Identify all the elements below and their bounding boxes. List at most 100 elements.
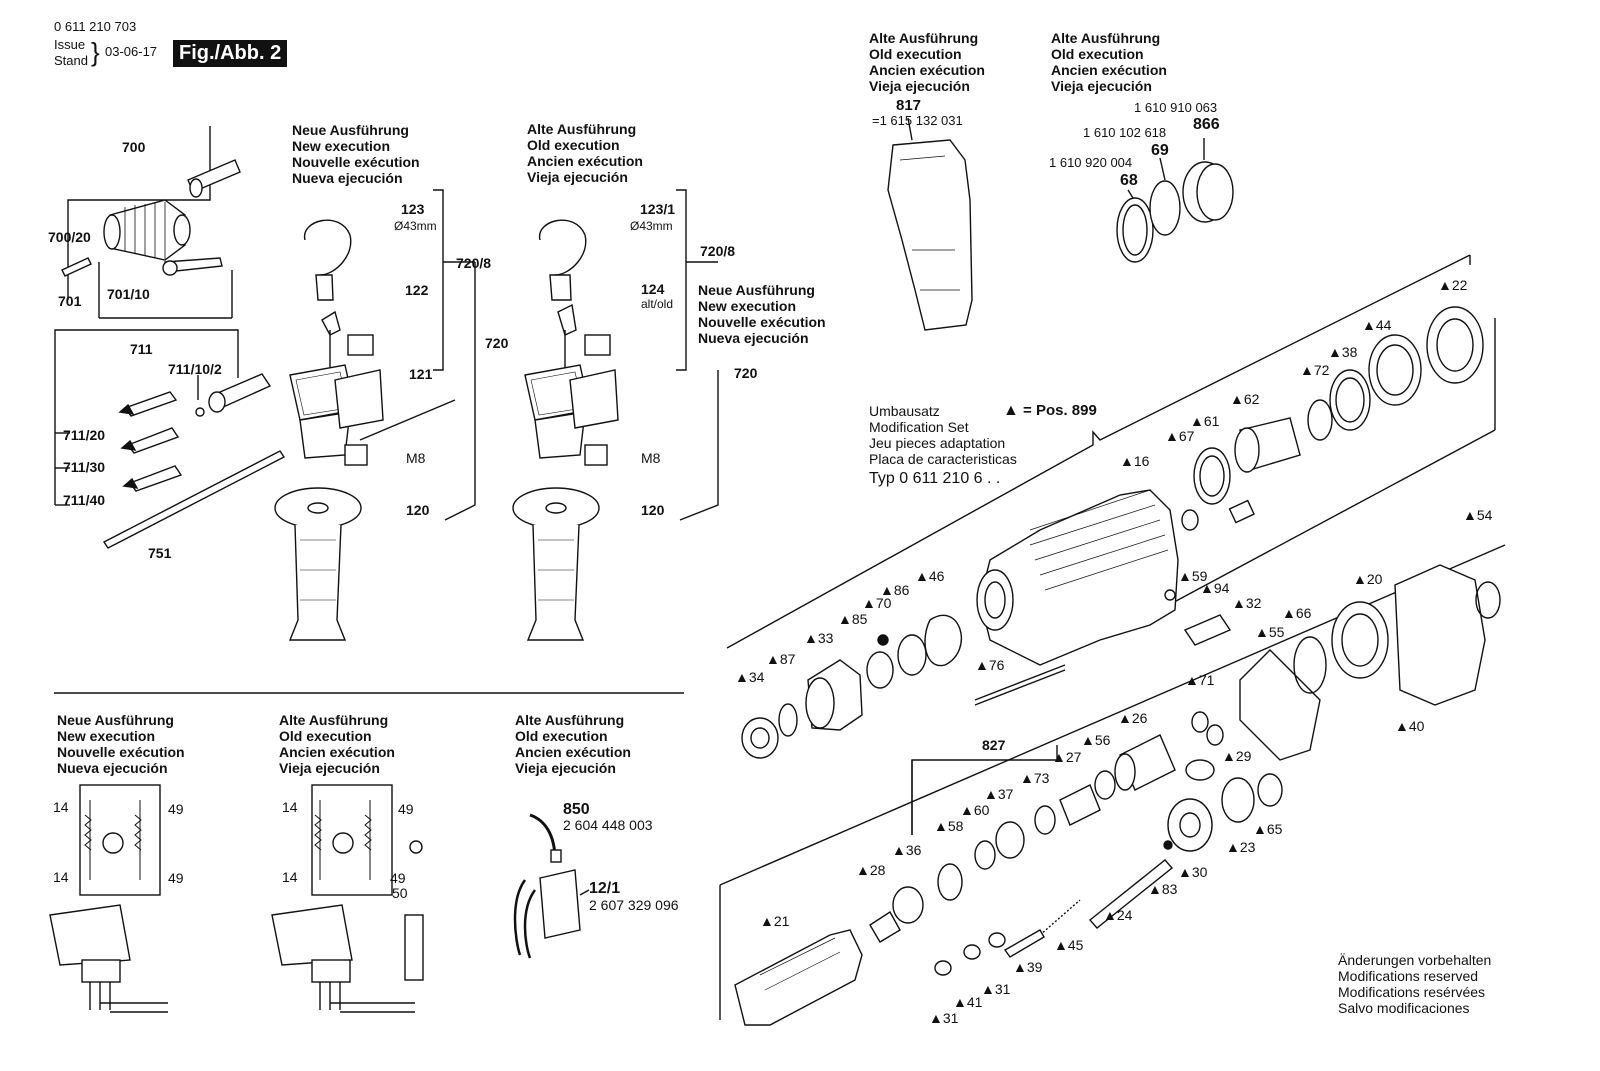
label-720-new: 720	[485, 335, 509, 351]
label-751: 751	[148, 545, 172, 561]
part-866-label: 866	[1193, 116, 1220, 133]
label-720-8-old: 720/8	[700, 243, 735, 259]
hammer-part-label-33: ▲33	[804, 630, 834, 646]
figure-label: Fig./Abb. 2	[173, 40, 288, 67]
label-701-10: 701/10	[107, 286, 150, 302]
wiring-49-bot-old: 49	[390, 870, 406, 886]
hammer-part-label-20: ▲20	[1353, 571, 1383, 587]
hammer-part-label-827: 827	[982, 737, 1006, 753]
part-850-label: 850	[563, 801, 590, 818]
label-120-new: 120	[406, 502, 430, 518]
issue-label: Issue	[54, 37, 86, 52]
hammer-part-label-40: ▲40	[1395, 718, 1425, 734]
label-720-8-new: 720/8	[456, 255, 491, 271]
hammer-part-label-28: ▲28	[856, 862, 886, 878]
hammer-part-label-70: ▲70	[862, 595, 892, 611]
label-122: 122	[405, 282, 429, 298]
label-diameter-new: Ø43mm	[394, 219, 437, 233]
wiring-49-top-old: 49	[398, 801, 414, 817]
label-720-old: 720	[734, 365, 758, 381]
label-alt-old: alt/old	[641, 297, 673, 311]
label-700: 700	[122, 139, 146, 155]
chuck-group	[61, 126, 241, 319]
gear-housing	[976, 489, 1179, 666]
hammer-part-label-54: ▲54	[1463, 507, 1493, 523]
hammer-part-label-21: ▲21	[760, 913, 790, 929]
label-700-20: 700/20	[48, 229, 91, 245]
label-701: 701	[58, 293, 82, 309]
hammer-part-label-31: ▲31	[929, 1010, 959, 1026]
hammer-part-label-32: ▲32	[1232, 595, 1262, 611]
wiring-14-bot-new: 14	[53, 869, 69, 885]
label-123-1: 123/1	[640, 201, 675, 217]
hammer-part-label-16: ▲16	[1120, 453, 1150, 469]
hammer-part-label-73: ▲73	[1020, 770, 1050, 786]
hammer-part-label-26: ▲26	[1118, 710, 1148, 726]
hammer-part-label-46: ▲46	[915, 568, 945, 584]
hammer-part-label-60: ▲60	[960, 802, 990, 818]
hammer-part-label-31: ▲31	[981, 981, 1011, 997]
label-711: 711	[130, 341, 153, 357]
hammer-part-label-67: ▲67	[1165, 428, 1195, 444]
label-m8-old: M8	[641, 450, 661, 466]
hammer-part-labels: ▲22▲44▲38▲72▲62▲61▲67▲16▲46▲86▲70▲85▲33▲…	[735, 277, 1493, 1026]
cable-and-cap	[513, 813, 590, 959]
part-68-label: 68	[1120, 172, 1138, 189]
brace: }	[91, 37, 100, 67]
hammer-part-label-38: ▲38	[1328, 344, 1358, 360]
stand-label: Stand	[54, 53, 88, 68]
label-123: 123	[401, 201, 425, 217]
hammer-part-label-72: ▲72	[1300, 362, 1330, 378]
hammer-part-label-37: ▲37	[984, 786, 1014, 802]
wiring-49-top-new: 49	[168, 801, 184, 817]
part-69-number: 1 610 102 618	[1083, 125, 1167, 140]
hammer-part-label-30: ▲30	[1178, 864, 1208, 880]
handle-shell-817	[887, 117, 973, 331]
hammer-part-label-23: ▲23	[1226, 839, 1256, 855]
wiring-14-bot-old: 14	[282, 869, 298, 885]
label-711-10-2: 711/10/2	[168, 361, 222, 377]
hammer-part-label-45: ▲45	[1054, 937, 1084, 953]
wiring-50-old: 50	[392, 885, 408, 901]
hammer-part-label-71: ▲71	[1185, 672, 1215, 688]
hammer-part-label-36: ▲36	[892, 842, 922, 858]
rear-parts	[1181, 306, 1484, 531]
hammer-part-label-66: ▲66	[1282, 605, 1312, 621]
part-817-number: =1 615 132 031	[872, 113, 963, 128]
hammer-part-label-22: ▲22	[1438, 277, 1468, 293]
wiring-49-bot-new: 49	[168, 870, 184, 886]
hammer-part-label-58: ▲58	[934, 818, 964, 834]
wiring-14-top-old: 14	[282, 799, 298, 815]
front-parts	[741, 614, 962, 759]
hammer-part-label-34: ▲34	[735, 669, 765, 685]
hammer-part-label-86: ▲86	[880, 582, 910, 598]
hammer-part-label-39: ▲39	[1013, 959, 1043, 975]
label-124: 124	[641, 281, 665, 297]
hammer-part-label-87: ▲87	[766, 651, 796, 667]
hammer-part-label-65: ▲65	[1253, 821, 1283, 837]
part-69-label: 69	[1151, 142, 1169, 159]
hammer-part-label-61: ▲61	[1190, 413, 1220, 429]
label-121: 121	[409, 366, 433, 382]
part-850-number: 2 604 448 003	[563, 817, 653, 833]
hammer-part-label-29: ▲29	[1222, 748, 1252, 764]
bits-group	[54, 329, 286, 549]
hammer-part-label-24: ▲24	[1103, 907, 1133, 923]
hammer-part-label-27: ▲27	[1052, 749, 1082, 765]
part-12-1-label: 12/1	[589, 880, 621, 897]
wiring-diagram-old	[271, 784, 424, 1013]
label-711-40: 711/40	[63, 492, 105, 508]
label-711-20: 711/20	[63, 427, 105, 443]
wiring-diagram-new	[49, 784, 168, 1013]
part-12-1-number: 2 607 329 096	[589, 897, 679, 913]
